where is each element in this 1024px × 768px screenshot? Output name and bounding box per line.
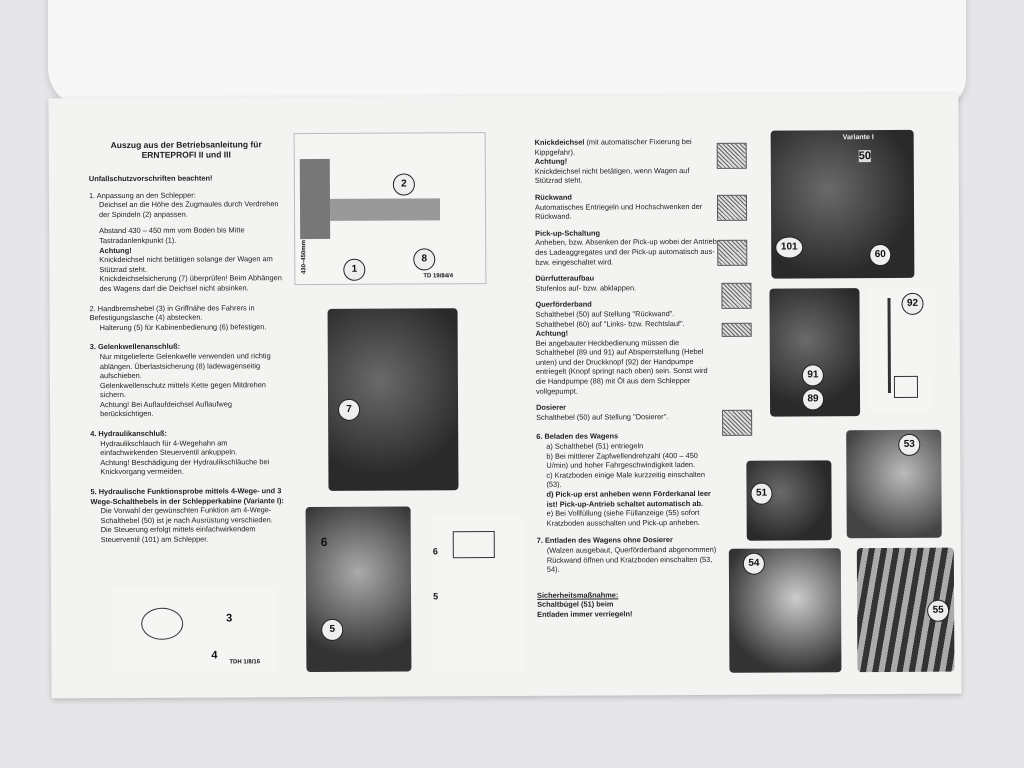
curled-page <box>48 0 966 108</box>
dosierer-text: Schalthebel (50) auf Stellung "Dosierer"… <box>536 411 669 422</box>
pickup-text: Anheben, bzw. Absenken der Pick-up wobei… <box>535 237 717 267</box>
step-5-text: Die Vorwahl der gewünschten Funktion am … <box>100 505 273 545</box>
callout-50: 50 <box>858 150 872 163</box>
duerrfutter-icon <box>721 282 752 309</box>
step-4-text: Hydraulikschlauch für 4-Wegehahn am einf… <box>100 438 238 458</box>
callout-54: 54 <box>742 552 765 575</box>
callout-53: 53 <box>898 433 921 456</box>
knickdeichsel-text: Knickdeichsel nicht betätigen, wenn Wage… <box>534 165 690 186</box>
step-2-text: 2. Handbremshebel (3) in Griffnähe des F… <box>89 302 255 323</box>
control-lever-diagram: 6 5 <box>432 515 524 672</box>
variant-label: Variante I <box>842 134 874 142</box>
step-1-text: Abstand 430 – 450 mm vom Boden bis Mitte… <box>99 225 245 246</box>
callout-2: 2 <box>392 173 415 196</box>
photo-fill-indicator: 55 <box>856 547 955 673</box>
step-1-text: Knickdeichsel nicht betätigen solange de… <box>99 254 273 274</box>
callout-8: 8 <box>413 248 436 271</box>
photo-variante-1: Variante I 50 101 60 <box>770 129 915 279</box>
querfoerderband-text: Bei angebauter Heckbedienung müssen die … <box>535 337 708 396</box>
hitch-diagram: 2 1 8 430–450mm TD 19/84/4 <box>293 132 487 286</box>
duerrfutter-text: Stufenlos auf- bzw. abklappen. <box>535 283 637 293</box>
step-7-text: Rückwand öffnen und Kratzboden einschalt… <box>546 554 713 574</box>
callout-92: 92 <box>901 292 924 315</box>
step-3-text: Achtung! Bei Auflaufdeichsel Auflaufweg … <box>100 399 232 419</box>
pickup-icon <box>717 239 748 266</box>
callout-5: 5 <box>433 591 439 602</box>
knickdeichsel-icon <box>716 142 747 169</box>
photo-lever-51: 51 <box>746 460 832 541</box>
hand-pump-drawing: 92 <box>869 287 931 414</box>
title-line-2: ERNTEPROFI II und III <box>141 149 231 160</box>
dimension-label: 430–450mm <box>301 240 308 275</box>
photo-drawbar-lock: 7 <box>327 308 459 491</box>
wagon-body-drawing <box>299 158 331 240</box>
step-1-text: Deichsel an die Höhe des Zugmaules durch… <box>98 199 279 219</box>
step-1-text: Knickdeichselsicherung (7) überprüfen! B… <box>99 273 282 294</box>
valve-block-drawing <box>452 531 495 559</box>
figure-code: TD 19/84/4 <box>423 273 454 280</box>
step-6-item: b) Bei mittlerer Zapfwellendrehzahl (400… <box>546 450 698 471</box>
step-5-heading: 5. Hydraulische Funktionsprobe mittels 4… <box>90 486 284 506</box>
step-2-text: Halterung (5) für Kabinenbedienung (6) b… <box>99 321 267 332</box>
step-6-item: d) Pick-up erst anheben wenn Förderkanal… <box>546 488 711 509</box>
cab-sketch: 3 4 TDH 1/8/16 <box>111 587 277 674</box>
step-6-item: e) Bei Vollfüllung (siehe Füllanzeige (5… <box>546 508 700 528</box>
callout-1: 1 <box>343 258 366 281</box>
right-text-column: Knickdeichsel (mit automatischer Fixieru… <box>535 137 720 619</box>
callout-60: 60 <box>869 243 892 267</box>
callout-89: 89 <box>801 388 825 411</box>
photo-scraper-floor: 53 <box>846 429 942 539</box>
callout-55: 55 <box>927 599 950 622</box>
callout-5: 5 <box>321 618 344 641</box>
step-4-text: Achtung! Beschädigung der Hydraulikschlä… <box>100 457 270 477</box>
pump-lever-drawing <box>887 297 891 393</box>
title-line-1: Auszug aus der Betriebsanleitung für <box>110 139 262 151</box>
pump-body-drawing <box>893 375 919 398</box>
step-6-item: c) Kratzboden einige Male kurzzeitig ein… <box>546 469 706 490</box>
section-heading: Unfallschutzvorschriften beachten! <box>88 173 213 184</box>
step-7-text: (Walzen ausgebaut, Querförderband abgeno… <box>546 544 717 555</box>
callout-4: 4 <box>211 649 218 662</box>
knickdeichsel-heading: Knickdeichsel <box>534 137 585 147</box>
step-3-text: Nur mitgelieferte Gelenkwelle verwenden … <box>99 351 271 381</box>
callout-101: 101 <box>775 236 804 259</box>
querfoerderband-icon <box>721 322 752 337</box>
safety-heading: Sicherheitsmaßnahme: <box>537 590 619 600</box>
dosierer-icon <box>722 409 753 436</box>
rueckwand-text: Automatisches Entriegeln und Hochschwenk… <box>534 201 703 221</box>
figure-code: TDH 1/8/16 <box>229 659 261 666</box>
callout-3: 3 <box>226 612 233 625</box>
callout-7: 7 <box>338 398 361 421</box>
photo-unloading: 54 <box>728 548 842 673</box>
callout-91: 91 <box>801 364 824 387</box>
photo-cab-controls: 6 5 <box>305 506 412 673</box>
safety-text: Entladen immer verriegeln! <box>537 609 633 619</box>
drawbar-drawing <box>329 198 441 221</box>
callout-6: 6 <box>320 534 328 549</box>
photo-rear-levers: 91 89 <box>769 288 861 417</box>
step-3-text: Gelenkwellenschutz mittels Kette gegen M… <box>99 379 266 400</box>
callout-6: 6 <box>432 546 438 557</box>
rueckwand-icon <box>716 194 748 221</box>
steering-wheel-drawing <box>141 607 184 640</box>
callout-51: 51 <box>750 482 773 505</box>
